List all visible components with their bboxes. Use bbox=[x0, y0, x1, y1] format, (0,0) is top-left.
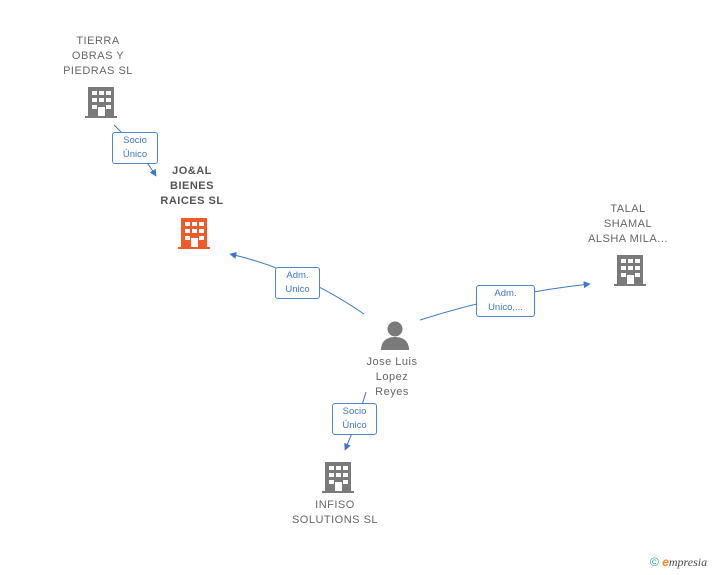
edge-label-line: Adm. bbox=[286, 270, 309, 281]
label-line: PIEDRAS SL bbox=[63, 65, 133, 77]
label-line: TIERRA bbox=[76, 35, 120, 47]
building-icon[interactable] bbox=[322, 460, 354, 494]
edge-label-line: Único bbox=[122, 149, 148, 160]
building-icon[interactable] bbox=[85, 85, 117, 119]
edge-label-line: Adm. bbox=[494, 288, 517, 299]
label-line: TALAL bbox=[610, 203, 646, 215]
edge-label-jose-joal[interactable]: Adm. Unico bbox=[275, 267, 320, 299]
label-line: Jose Luis bbox=[366, 356, 418, 368]
label-line: ALSHA MILA... bbox=[588, 233, 668, 245]
label-line: BIENES bbox=[170, 180, 214, 192]
node-joal-label[interactable]: JO&AL BIENES RAICES SL bbox=[142, 164, 242, 209]
label-line: Lopez bbox=[375, 371, 409, 383]
edge-label-line: Único bbox=[342, 420, 367, 431]
building-icon[interactable] bbox=[614, 253, 646, 287]
label-line: INFISO bbox=[315, 499, 355, 511]
edge-label-line: Socio bbox=[123, 135, 147, 146]
edge-label-tierra-joal[interactable]: Socio Único bbox=[112, 132, 158, 164]
brand-e: e bbox=[662, 555, 669, 569]
brand-rest: mpresia bbox=[668, 555, 708, 569]
brand-logo: © empresia bbox=[650, 555, 707, 570]
edge-label-jose-infiso[interactable]: Socio Único bbox=[332, 403, 377, 435]
edge-label-line: Socio bbox=[342, 406, 367, 417]
node-jose-label[interactable]: Jose Luis Lopez Reyes bbox=[342, 355, 442, 400]
label-line: OBRAS Y bbox=[71, 50, 125, 62]
label-line: Reyes bbox=[375, 386, 409, 398]
label-line: JO&AL bbox=[172, 165, 212, 177]
building-icon[interactable] bbox=[178, 216, 210, 250]
label-line: RAICES SL bbox=[160, 195, 224, 207]
copyright-symbol: © bbox=[650, 555, 659, 569]
person-icon[interactable] bbox=[379, 320, 411, 350]
edge-label-jose-talal[interactable]: Adm. Unico,... bbox=[476, 285, 535, 317]
label-line: SHAMAL bbox=[603, 218, 653, 230]
edge-label-line: Unico bbox=[285, 284, 310, 295]
node-talal-label[interactable]: TALAL SHAMAL ALSHA MILA... bbox=[578, 202, 678, 247]
label-line: SOLUTIONS SL bbox=[291, 514, 379, 526]
edge-label-line: Unico,... bbox=[488, 302, 523, 313]
node-tierra-label[interactable]: TIERRA OBRAS Y PIEDRAS SL bbox=[48, 34, 148, 79]
node-infiso-label[interactable]: INFISO SOLUTIONS SL bbox=[270, 498, 400, 528]
